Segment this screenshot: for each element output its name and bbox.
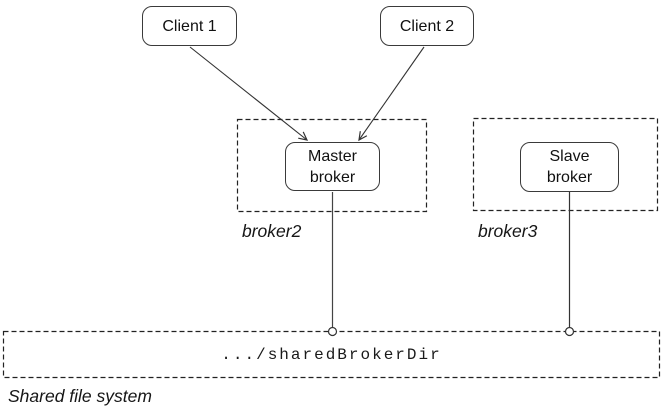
- client1-to-master-arrow: [189, 46, 309, 141]
- node-master-broker: Master broker: [285, 142, 380, 191]
- shared-dir-box: .../sharedBrokerDir: [3, 331, 660, 378]
- slave-broker-label: Slave broker: [546, 148, 593, 186]
- client2-label: Client 2: [399, 17, 455, 35]
- client1-label: Client 1: [162, 17, 217, 35]
- broker3-group-label: broker3: [478, 221, 538, 241]
- node-client2: Client 2: [380, 6, 474, 46]
- node-client1: Client 1: [142, 6, 237, 46]
- broker2-group-label: broker2: [242, 221, 302, 241]
- node-slave-broker: Slave broker: [520, 142, 619, 192]
- shared-dir-path: .../sharedBrokerDir: [221, 345, 442, 364]
- master-broker-label: Master broker: [308, 147, 357, 186]
- shared-file-system-caption: Shared file system: [8, 386, 152, 406]
- client2-to-master-arrow: [358, 46, 425, 142]
